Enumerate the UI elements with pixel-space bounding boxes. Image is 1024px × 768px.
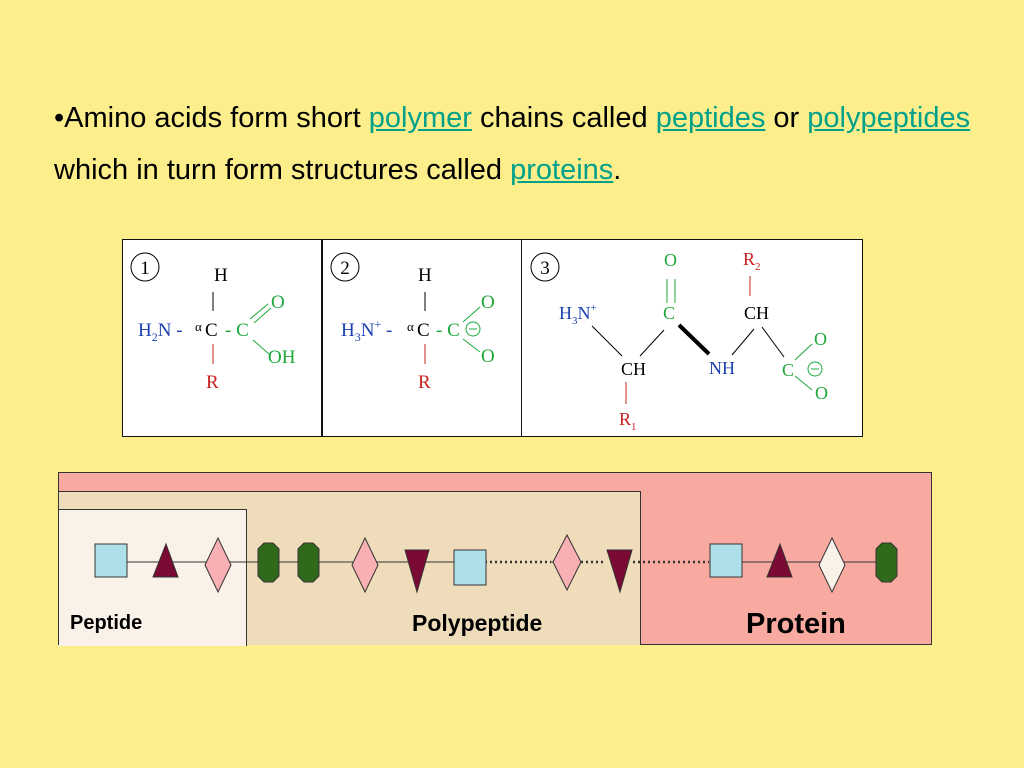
alpha-label: α [407,319,414,334]
amino-group-label: H2N - [138,320,183,344]
r2-label: R2 [743,249,761,273]
alpha-label: α [195,319,202,334]
carboxylate-carbon-label: C [782,360,794,380]
panel-number: 2 [340,258,350,279]
r-group-label: R [206,372,219,393]
bond-ch1-c [639,329,665,357]
carbonyl-carbon-label: C [663,303,675,323]
panel-number-circle [530,252,560,282]
amino-acid-zwitterion-diagram: 2 H H3N+ - α C - C O O R [330,252,495,393]
square-residue [709,543,743,578]
octagon-residue [297,542,320,583]
alpha-carbon-label: C [205,320,218,341]
negative-charge-icon [465,321,481,337]
white-diamond-residue [818,536,846,594]
square-residue [94,543,128,578]
link-proteins[interactable]: proteins [510,154,614,186]
ch2-label: CH [744,303,769,323]
r-group-label: R [418,372,431,393]
protein-chain-diagram: Peptide Polypeptide Protein [58,472,932,646]
intro-text: •Amino acids form short polymer chains c… [54,102,971,186]
bond-co-2 [462,338,481,353]
inverted-triangle-residue [404,549,430,594]
diamond-residue [204,536,232,594]
inverted-triangle-residue [606,549,633,594]
oxygen-label-top: O [481,292,495,313]
bullet: • [54,102,65,134]
alpha-carbon-label: C [417,320,430,341]
peptide-bond [677,323,711,356]
bond-n-ch1 [591,325,623,357]
bond-oh [252,339,270,355]
link-peptides[interactable]: peptides [655,102,766,134]
dipeptide-diagram: 3 H3N+ CH R1 C O NH CH R2 C O O [530,249,828,433]
link-polypeptides[interactable]: polypeptides [807,102,971,134]
bond-co-2 [794,375,813,391]
hydrogen-label: H [418,265,432,286]
bond-co-double-2 [253,307,272,324]
panel-number: 1 [140,258,150,279]
bond-co [794,343,813,361]
nh-label: NH [709,358,735,378]
bond-nh-ch2 [731,328,755,356]
square-residue [453,549,487,586]
polypeptide-label: Polypeptide [412,610,543,636]
carboxylate-carbon-label: - C [436,320,460,341]
panel-number-circle [330,252,360,282]
bond-co [462,306,481,323]
peptide-label: Peptide [70,612,143,634]
ammonium-label: H3N+ [559,302,597,327]
diamond-residue [552,533,582,592]
structure-panel-1: 1 H H2N - α C - C O OH R [123,240,323,436]
panel-number-circle [130,252,160,282]
ch1-label: CH [621,359,646,379]
octagon-residue [875,542,898,583]
bond-co-double [249,303,269,320]
structure-panel-2: 2 H H3N+ - α C - C O O R [323,240,522,436]
amino-acid-structures-figure: 1 H H2N - α C - C O OH R 2 H H3N+ - α C … [122,239,863,437]
ammonium-label: H3N+ - [341,317,392,344]
triangle-residue [766,542,793,578]
oxygen-label-top: O [814,329,827,349]
hydrogen-label: H [214,265,228,286]
panel-number: 3 [540,258,550,279]
octagon-residue [257,542,280,583]
carbonyl-oxygen-label: O [664,250,677,270]
link-polymer[interactable]: polymer [368,102,472,134]
protein-label: Protein [746,608,846,640]
oxygen-label-bottom: O [815,383,828,403]
bond-ch2-c [761,326,785,358]
hydroxyl-label: OH [268,347,296,368]
carboxyl-carbon-label: - C [225,320,249,341]
negative-charge-icon [807,361,823,377]
amino-acid-neutral-diagram: 1 H H2N - α C - C O OH R [130,252,296,393]
r1-label: R1 [619,409,637,433]
diamond-residue [351,536,379,594]
oxygen-label: O [271,292,285,313]
structure-panel-3: 3 H3N+ CH R1 C O NH CH R2 C O O [522,240,862,436]
triangle-residue [152,542,179,578]
residue-chain [94,533,898,594]
oxygen-label-bottom: O [481,346,495,367]
